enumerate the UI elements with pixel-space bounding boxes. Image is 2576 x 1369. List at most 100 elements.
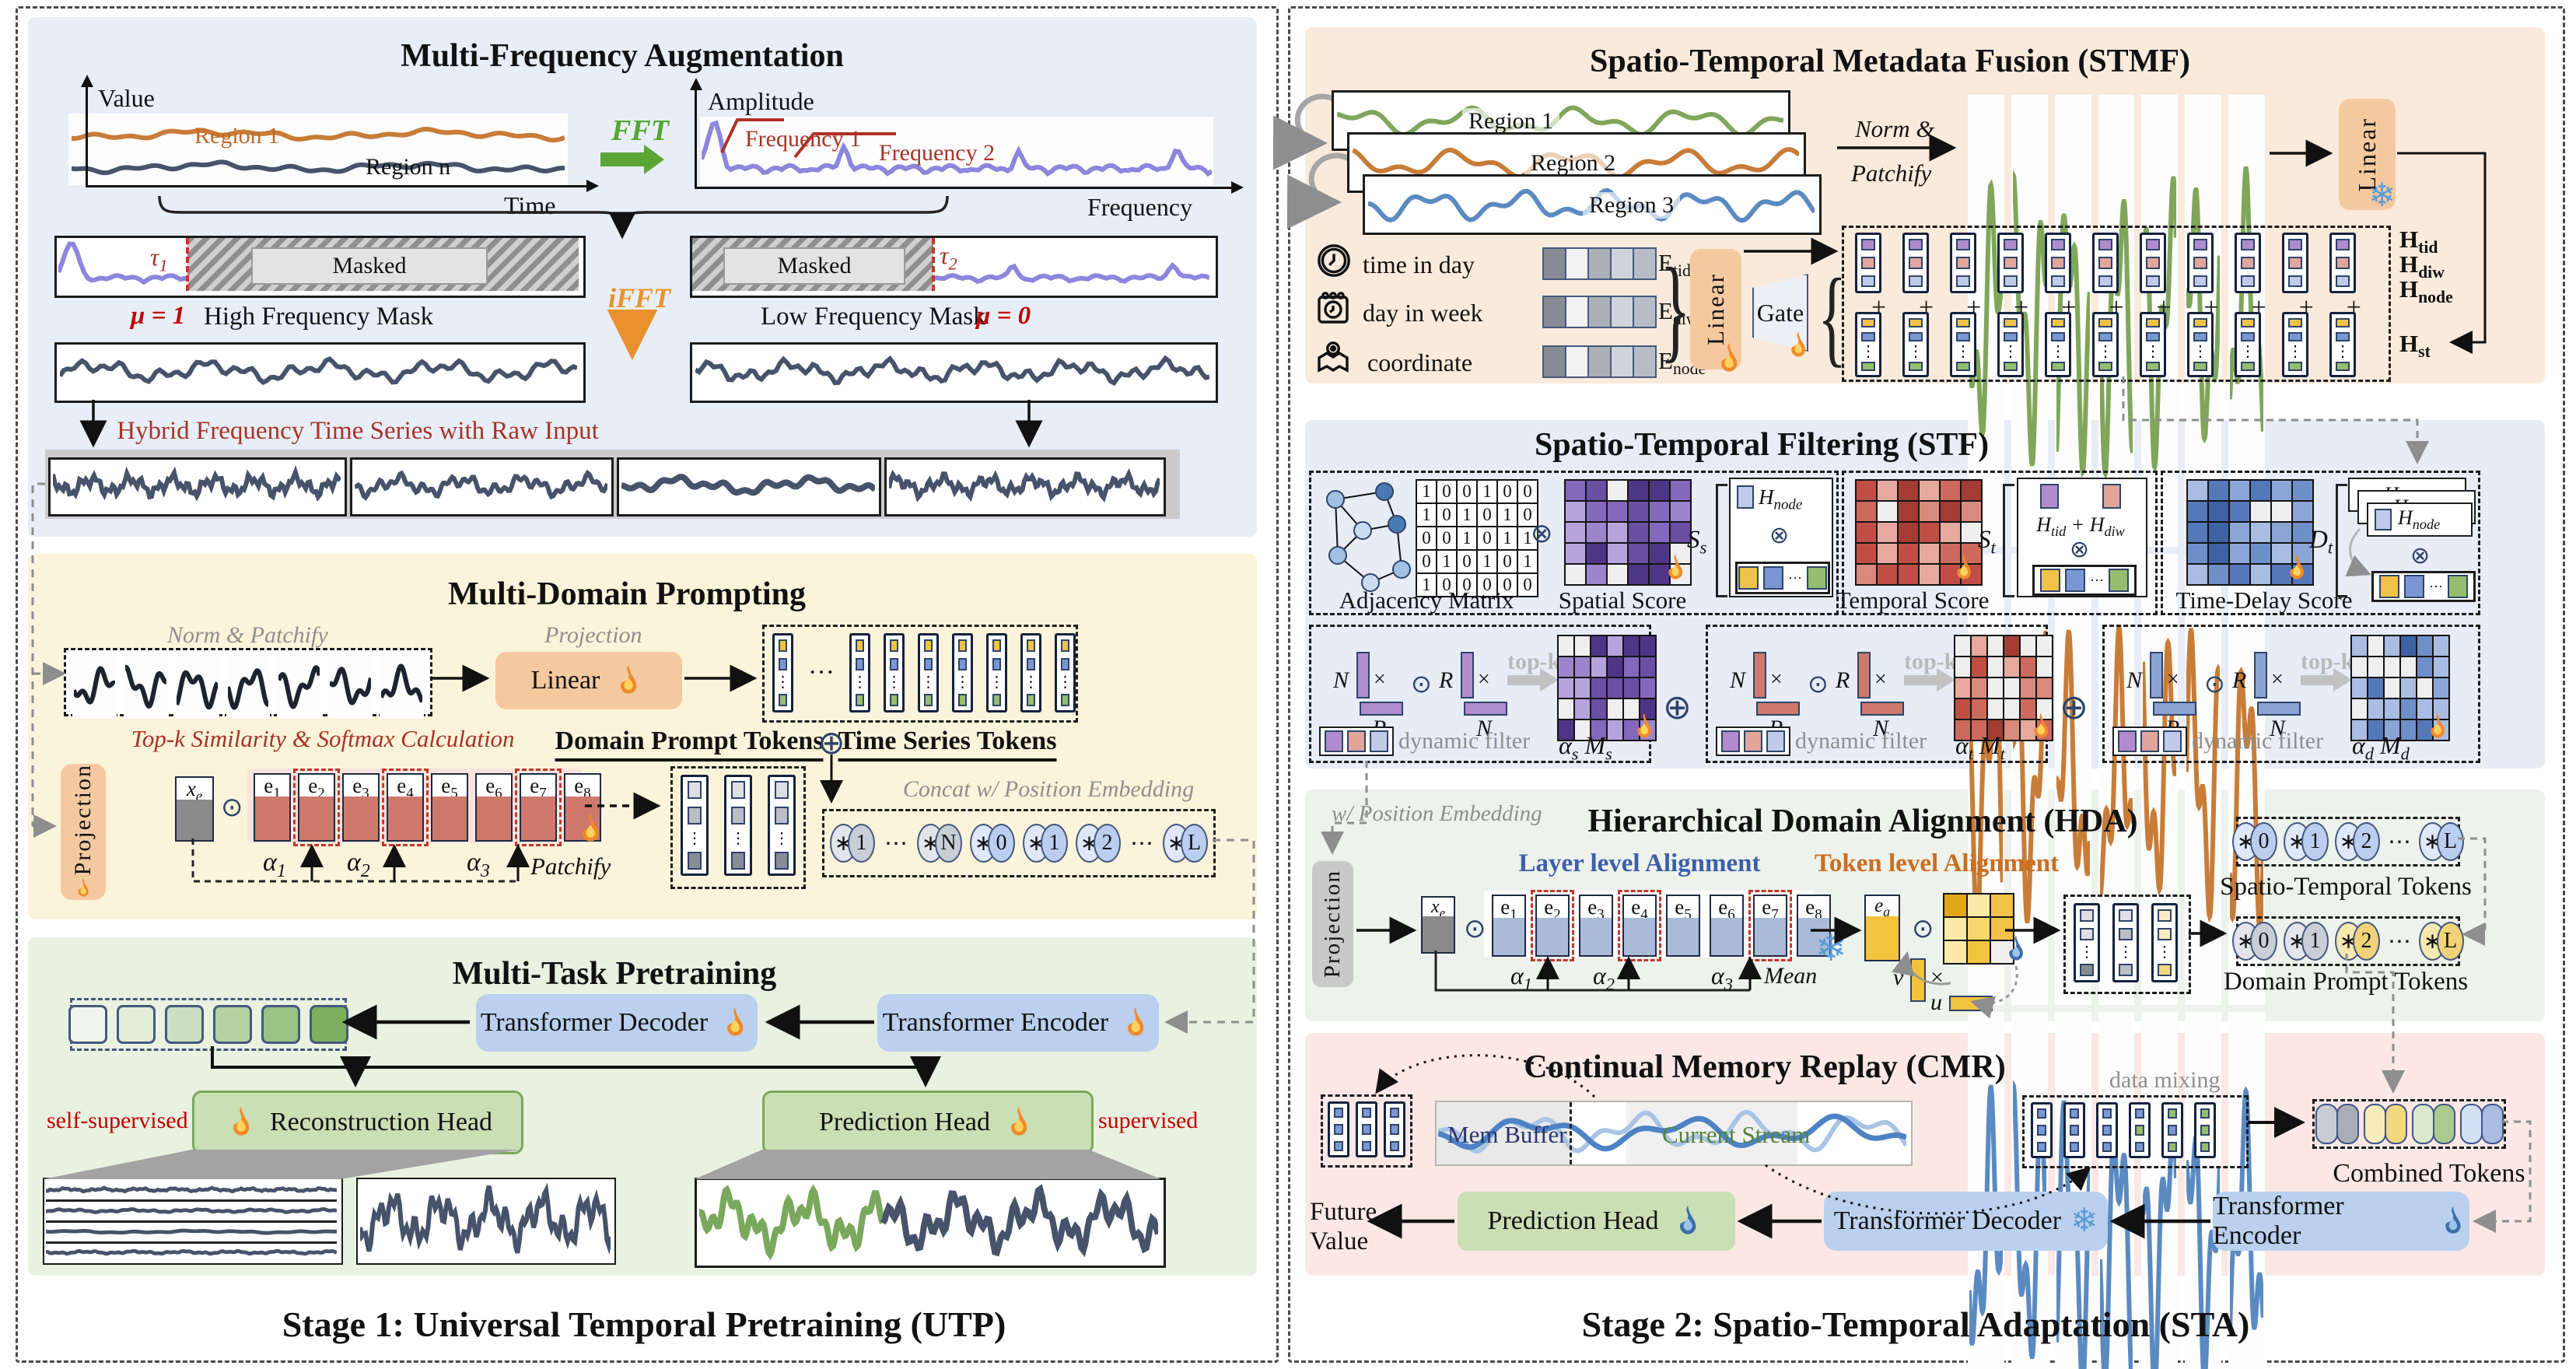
day-in-week-label: day in week [1363, 299, 1483, 327]
matrix-cell [1608, 699, 1622, 719]
chip [1361, 1108, 1372, 1119]
region2-label: Region 2 [1524, 150, 1622, 177]
chip [774, 781, 789, 799]
adjacency-cell: 1 [1417, 574, 1436, 596]
matrix-cell [2385, 636, 2399, 656]
spatial-operand-box: Hnode ⊗ ··· [1729, 478, 1833, 597]
token-columns [2031, 1102, 2216, 1158]
delay-score-group: Dt H H Hnode ⊗ ··· Time-Delay Score [2161, 471, 2480, 615]
matrix-cell [1640, 678, 1655, 698]
token-pill: ∗1 [830, 824, 875, 863]
adjacency-cell: 1 [1458, 504, 1476, 526]
filter-part: × [1374, 667, 1386, 692]
token-pill: ∗1 [2284, 922, 2329, 961]
chip [2447, 575, 2468, 598]
cmr-title: Continual Memory Replay (CMR) [1524, 1049, 2006, 1085]
chip [1361, 1124, 1372, 1135]
eg-body [1866, 916, 1899, 960]
matrix-cell [1972, 699, 1986, 719]
oplus-icon: ⊕ [1663, 688, 1692, 727]
matrix-cell [1955, 720, 1970, 740]
wave [695, 346, 1209, 396]
matrix-cell [1587, 502, 1606, 521]
token-column: ⋮ [1855, 312, 1881, 377]
matrix-cell [1650, 523, 1669, 542]
alpha2-label: α2 [347, 848, 370, 881]
fft-arrow [600, 145, 664, 174]
matrix-cell [1608, 636, 1622, 656]
chip [2080, 964, 2094, 976]
embedding-cell [1610, 345, 1634, 378]
matrix-cell [2293, 502, 2312, 521]
dp-tokens-box: ∗0∗1∗2⋯∗L [2232, 916, 2464, 966]
pred-output-wave [695, 1178, 1166, 1268]
fire-icon [1118, 1005, 1153, 1041]
chip [2004, 318, 2018, 327]
token-column: ⋮ [849, 633, 870, 713]
matrix-cell [1955, 657, 1970, 677]
delay-score-label: Time-Delay Score [2175, 586, 2353, 614]
chip [2288, 332, 2302, 341]
matrix-cell [1899, 481, 1918, 500]
chip [1333, 1140, 1344, 1151]
diw-embedding-strip [1542, 296, 1657, 328]
chip [1956, 257, 1970, 269]
chip [2051, 275, 2065, 287]
eg-block: eg [1864, 895, 1900, 961]
matrix-cell [1941, 523, 1960, 542]
time-series-token-box: ⋮···⋮⋮⋮⋮⋮⋮⋮ [762, 625, 1078, 723]
filter-part [1461, 652, 1474, 699]
frequency-axis-label: Frequency [1087, 193, 1193, 221]
temporal-score-label: Temporal Score [1836, 586, 1990, 614]
dp-token-sequence: ∗0∗1∗2⋯∗L [2232, 922, 2464, 961]
mu-zero-label: μ = 0 [976, 302, 1031, 330]
token-align-matrix [1943, 893, 2014, 965]
wave-patch [226, 655, 271, 719]
token-column [2092, 233, 2119, 293]
recon-output-stack [43, 1178, 343, 1265]
coordinate-label: coordinate [1367, 348, 1473, 376]
matrix-cell [1968, 941, 1990, 963]
chip [2158, 964, 2172, 976]
adjacency-cell: 1 [1437, 551, 1456, 572]
linear-meta-box: Linear [1690, 249, 1741, 369]
adjacency-cell: 1 [1478, 481, 1496, 502]
matrix-cell [1962, 502, 1981, 521]
chip [2158, 928, 2172, 940]
h-st-label: Hst [2399, 330, 2431, 362]
token-column [1384, 1101, 1405, 1157]
filter-part: N [1730, 667, 1746, 693]
frequency2-label: Frequency 2 [879, 140, 996, 166]
wave [46, 1222, 337, 1244]
h-tid-chip [2040, 484, 2059, 509]
chip [2241, 257, 2255, 269]
matrix-cell [1988, 636, 2003, 656]
chip [1361, 1140, 1372, 1151]
delay-score-matrix [2186, 479, 2314, 586]
token-column: ⋮ [985, 633, 1007, 713]
blue-fire-icon [1670, 1203, 1706, 1239]
chip [774, 807, 789, 825]
self-supervised-label: self-supervised [47, 1108, 188, 1133]
combined-tokens-label: Combined Tokens [2333, 1159, 2525, 1188]
token-column [2063, 1102, 2085, 1158]
chip [2036, 1141, 2047, 1152]
adjacency-cell: 0 [1518, 504, 1537, 526]
amplitude-axis-arrow [690, 78, 702, 90]
st-tokens-box: ∗0∗1∗2⋯∗L [2232, 817, 2464, 867]
bracket [2336, 484, 2347, 597]
token-column [1950, 233, 1976, 293]
chip [2146, 275, 2160, 287]
chip [2158, 909, 2172, 922]
eg-label: eg [1866, 896, 1899, 919]
token-pill: ∗2 [1076, 824, 1121, 863]
chip [1389, 1140, 1400, 1151]
filter-part [2140, 730, 2159, 752]
adjacency-cell: 1 [1518, 527, 1537, 549]
token-columns: ⋮⋮⋮ [681, 775, 796, 876]
filter-part [1356, 652, 1370, 699]
token-column: ⋮ [768, 775, 796, 876]
alpha1-label: α1 [263, 848, 286, 881]
combined-token [2411, 1104, 2434, 1144]
matrix-cell [2037, 657, 2052, 677]
